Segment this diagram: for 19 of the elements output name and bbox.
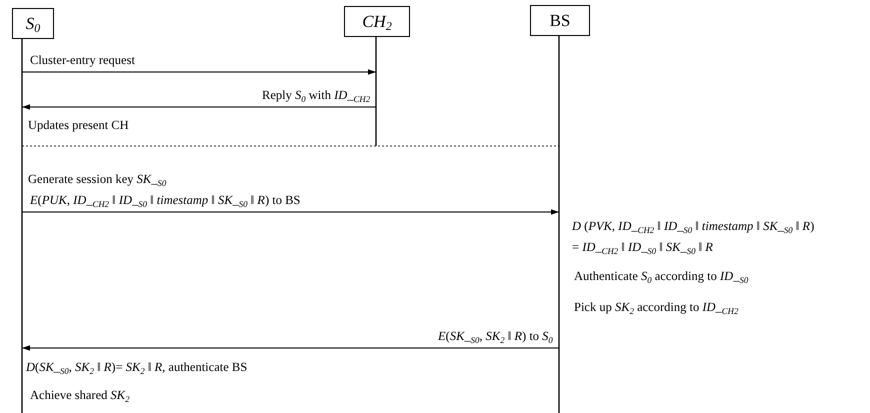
note-text: Achieve shared SK$_{2}$ bbox=[30, 387, 130, 403]
note-text: Authenticate S$_{0}$ according to ID_$_{S0}$ bbox=[574, 268, 748, 284]
message-arrow bbox=[22, 104, 376, 110]
message-label: E(PUK, ID_$_{CH2}$ ‖ ID_$_{S0}$ ‖ timestamp ‖ SK_$_{S0}$ ‖ R) to BS bbox=[30, 192, 300, 208]
note-text: D (PVK, ID_$_{CH2}$ ‖ ID_$_{S0}$ ‖ timestamp ‖ SK_$_{S0}$ ‖ R) bbox=[572, 218, 814, 234]
note-text: Updates present CH bbox=[28, 117, 129, 133]
message-arrow bbox=[22, 345, 560, 351]
participant-box: BS bbox=[530, 5, 590, 36]
message-label: Cluster-entry request bbox=[30, 52, 135, 68]
note-text: D(SK_$_{S0}$, SK$_{2}$ ‖ R)= SK$_{2}$ ‖ R, authenticate BS bbox=[26, 359, 248, 375]
note-text: Pick up SK$_{2}$ according to ID_$_{CH2}$ bbox=[574, 299, 738, 315]
participant-box: S$_{0}$ bbox=[12, 8, 54, 39]
participant-box: CH$_{2}$ bbox=[344, 6, 410, 37]
note-text: = ID_$_{CH2}$ ‖ ID_$_{S0}$ ‖ SK_$_{S0}$ ‖ R bbox=[572, 239, 713, 255]
message-label: E(SK_$_{S0}$, SK$_{2}$ ‖ R) to S$_{0}$ bbox=[438, 328, 553, 344]
message-arrow bbox=[22, 69, 376, 75]
message-label: Reply S$_{0}$ with ID_$_{CH2}$ bbox=[262, 87, 370, 103]
note-text: Generate session key SK_$_{S0}$ bbox=[28, 171, 166, 187]
message-arrow bbox=[22, 209, 560, 215]
